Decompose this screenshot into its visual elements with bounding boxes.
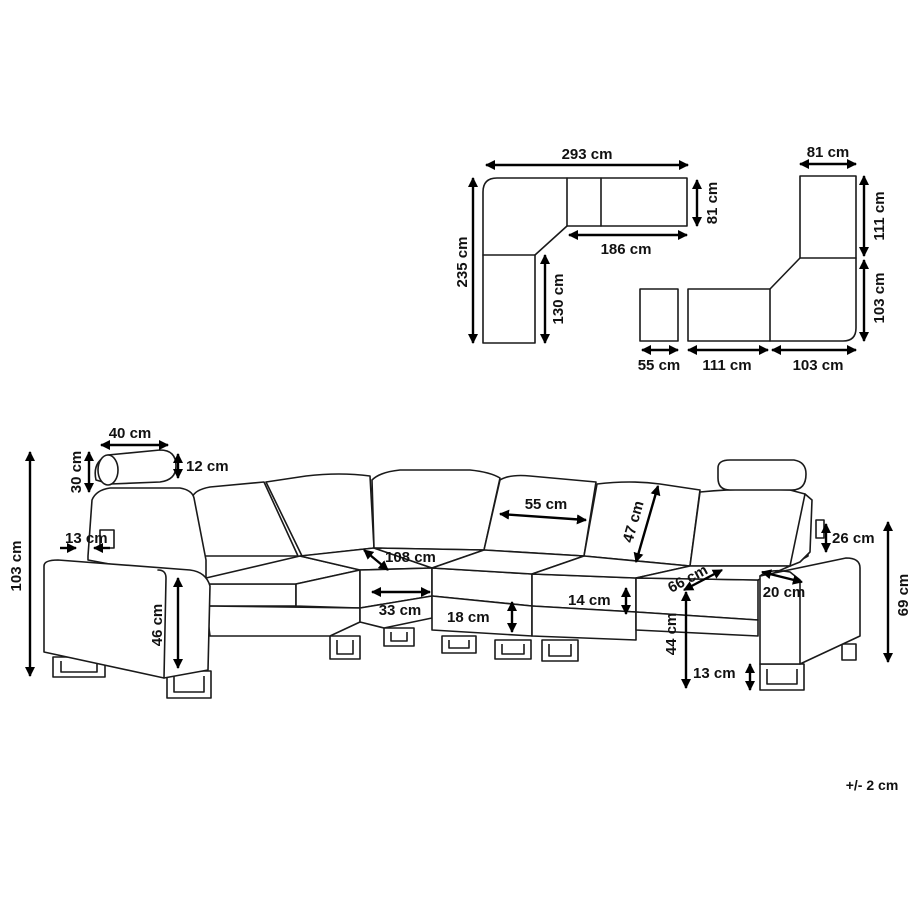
plan-b-ottoman-label: 55 cm	[638, 357, 681, 374]
seat-height-label: 46 cm	[149, 604, 166, 647]
right-back-panel	[789, 493, 813, 567]
seat-width-label: 55 cm	[525, 496, 568, 513]
left-arm	[43, 559, 211, 679]
arm-width-right-arrow	[761, 569, 803, 585]
plan-a: 293 cm 235 cm 81 cm 186 cm 130 cm	[454, 146, 721, 345]
seat-floor-height-label: 44 cm	[663, 613, 680, 656]
arm-top-height-label: 26 cm	[832, 530, 875, 547]
plan-b: 81 cm 111 cm 103 cm 55 cm 111 cm 103 cm	[638, 144, 888, 374]
sofa-drawing	[43, 449, 861, 699]
base-panel-1	[205, 605, 361, 637]
overall-height-label: 103 cm	[8, 541, 25, 592]
right-headrest	[717, 459, 807, 491]
plan-a-module-depth-label: 81 cm	[704, 182, 721, 225]
plan-b-corner-depth-label: 103 cm	[871, 273, 888, 324]
seat-cushion-1	[205, 583, 297, 607]
plan-b-corner-width-label: 103 cm	[793, 357, 844, 374]
seat-depth-arrow	[683, 568, 723, 592]
back-cushion-6	[689, 488, 809, 567]
headrest-depth-label: 12 cm	[186, 458, 229, 475]
right-arm-bracket	[815, 519, 825, 539]
back-cushion-2	[265, 473, 375, 557]
plan-b-module-width-label: 81 cm	[807, 144, 850, 161]
cushion-thickness-label: 14 cm	[568, 592, 611, 609]
plan-a-total-width-label: 293 cm	[562, 146, 613, 163]
plan-a-outline	[482, 177, 688, 344]
base-panel-2	[359, 595, 433, 629]
back-cushion-3	[371, 469, 501, 551]
seat-width-arrow	[498, 509, 588, 525]
arm-width-left-label: 13 cm	[65, 530, 108, 547]
headrest-height-label: 30 cm	[68, 451, 85, 494]
back-cushion-5	[583, 481, 701, 567]
base-panel-4	[531, 605, 637, 641]
plan-b-upper-depth-label: 111 cm	[871, 191, 888, 240]
plan-a-inner-depth-label: 130 cm	[550, 274, 567, 325]
arm-width-right-label: 20 cm	[763, 584, 806, 601]
backrest-height-arrow	[633, 485, 661, 563]
arm-height-label: 69 cm	[895, 574, 912, 617]
side-dimensions: 40 cm 30 cm 12 cm 103 cm 13 cm 46 cm 108…	[8, 425, 912, 692]
plan-a-inner-width-label: 186 cm	[601, 241, 652, 258]
front-leg-height-label: 18 cm	[447, 609, 490, 626]
headrest-width-label: 40 cm	[109, 425, 152, 442]
corner-seat-depth-arrow	[363, 549, 389, 571]
left-headrest-end	[97, 454, 119, 486]
plan-b-outline	[687, 175, 857, 342]
center-gap-label: 33 cm	[379, 602, 422, 619]
plan-b-ottoman	[639, 288, 679, 342]
plan-a-total-depth-label: 235 cm	[454, 237, 471, 288]
leg-height-label: 13 cm	[693, 665, 736, 682]
corner-seat-depth-label: 108 cm	[385, 549, 436, 566]
plan-b-middle-width-label: 111 cm	[702, 357, 751, 374]
tolerance-note: +/- 2 cm	[846, 777, 899, 793]
base-panel-5	[635, 611, 759, 637]
